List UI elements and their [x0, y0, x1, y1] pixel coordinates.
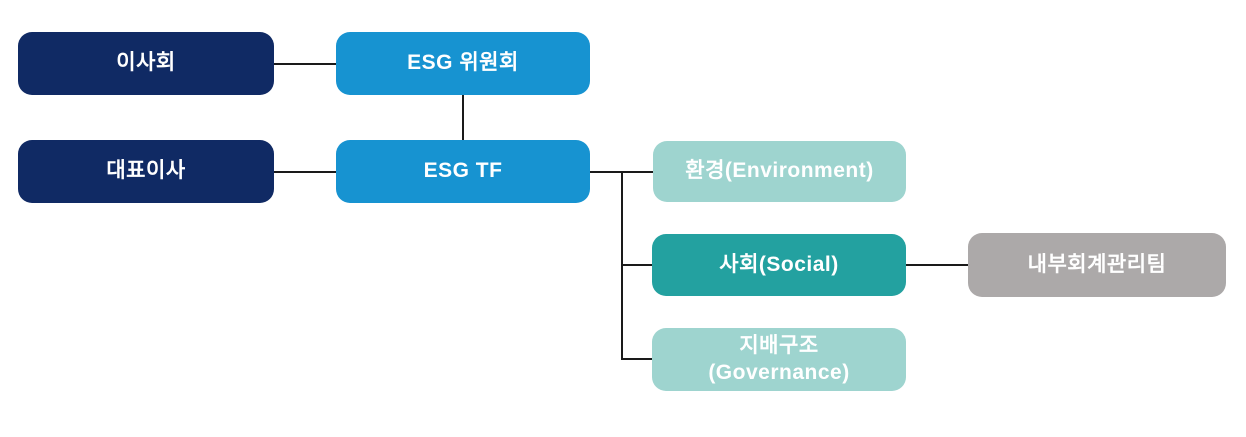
- node-social-label: 사회(Social): [719, 252, 839, 276]
- node-esg-tf: ESG TF: [336, 140, 590, 203]
- node-governance-label-line2: (Governance): [708, 360, 850, 384]
- connector-board-to-esg-committee: [274, 63, 336, 65]
- connector-esg-committee-to-esg-tf: [462, 95, 464, 140]
- connector-social-to-internal-accounting: [906, 264, 968, 266]
- node-environment: 환경(Environment): [653, 141, 906, 202]
- node-esg-tf-label: ESG TF: [423, 159, 503, 183]
- node-board-of-directors: 이사회: [18, 32, 274, 95]
- connector-trunk-to-governance: [623, 358, 652, 360]
- node-ceo: 대표이사: [18, 140, 274, 203]
- node-social: 사회(Social): [652, 234, 906, 296]
- node-internal-accounting-team-label: 내부회계관리팀: [1027, 252, 1167, 276]
- node-internal-accounting-team: 내부회계관리팀: [968, 233, 1226, 297]
- connector-ceo-to-esg-tf: [274, 171, 336, 173]
- node-governance-label-line1: 지배구조: [739, 334, 819, 358]
- connector-trunk-to-social: [623, 264, 652, 266]
- node-governance: 지배구조 (Governance): [652, 328, 906, 391]
- node-ceo-label: 대표이사: [106, 159, 186, 183]
- node-esg-committee: ESG 위원회: [336, 32, 590, 95]
- node-environment-label: 환경(Environment): [685, 159, 874, 183]
- node-esg-committee-label: ESG 위원회: [407, 51, 519, 75]
- node-board-of-directors-label: 이사회: [116, 51, 176, 75]
- connector-trunk-vertical: [621, 171, 623, 360]
